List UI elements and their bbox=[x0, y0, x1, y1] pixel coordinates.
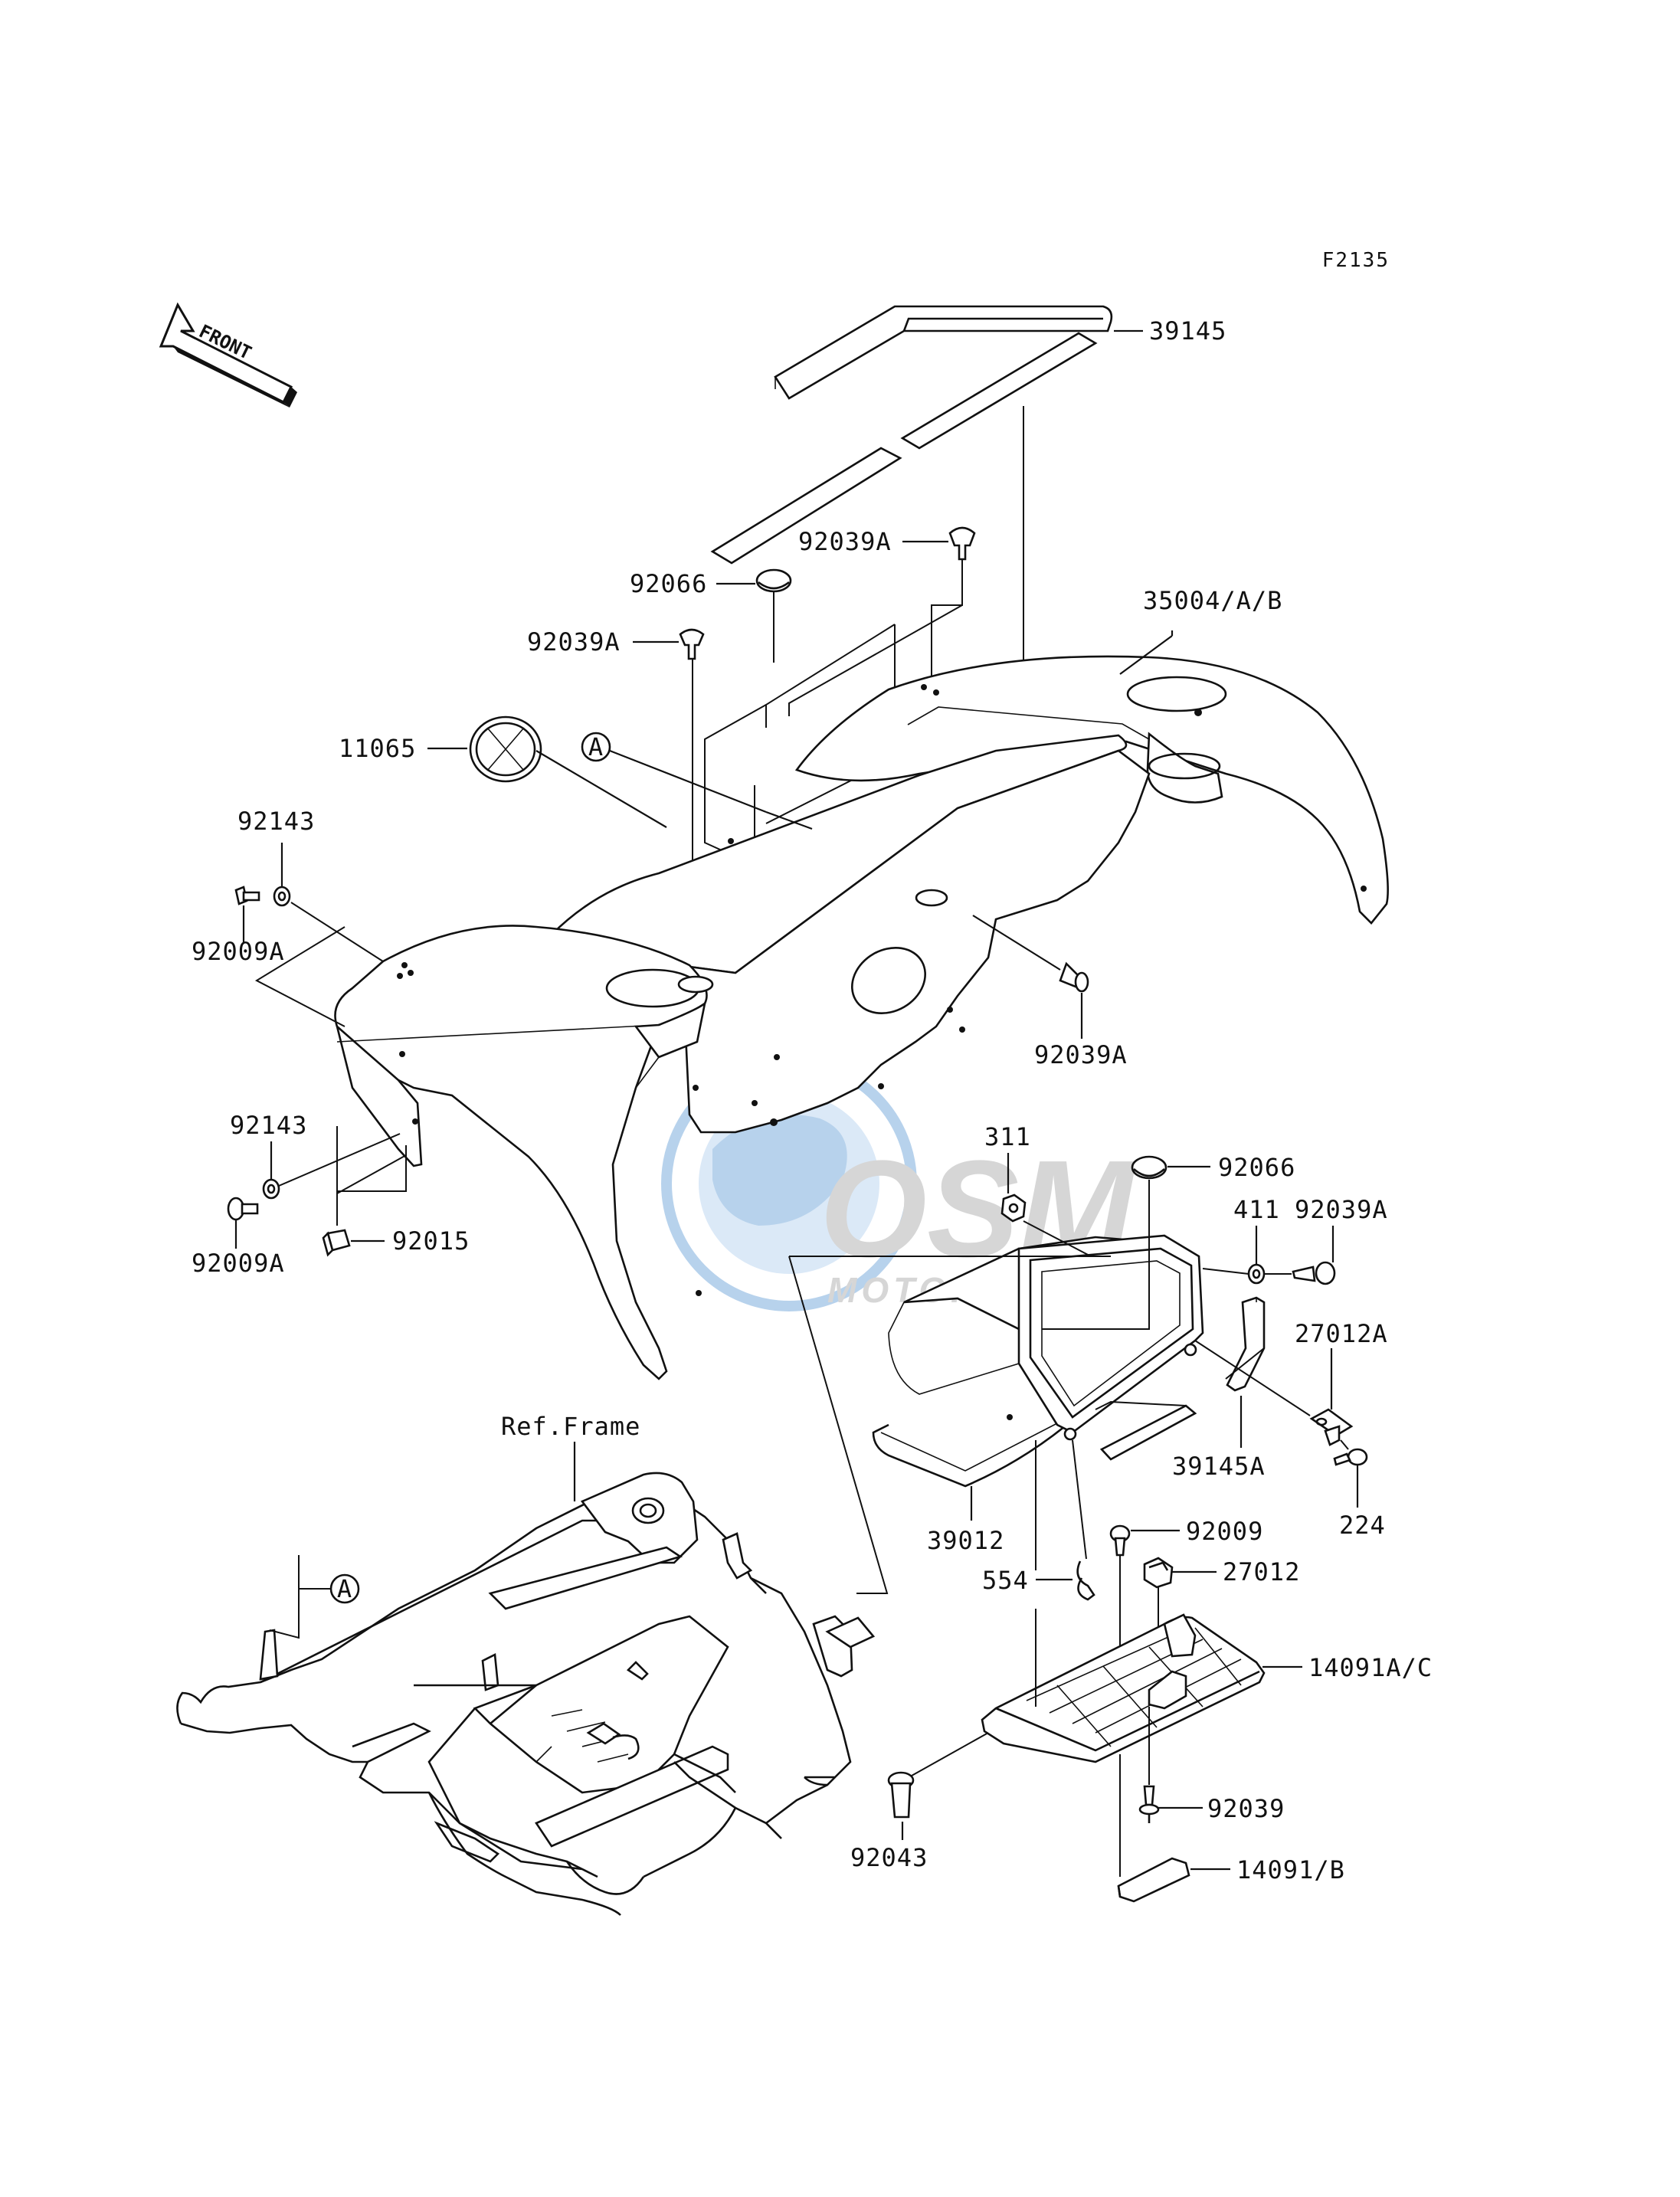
clip-27012 bbox=[1143, 1557, 1174, 1589]
rivet-92039 bbox=[1138, 1785, 1160, 1823]
rear-fender-35004 bbox=[794, 655, 1389, 925]
reference-frame bbox=[176, 1472, 876, 1916]
washer-92143-top bbox=[273, 886, 291, 907]
label-27012A: 27012A bbox=[1295, 1319, 1388, 1348]
label-92009A-bot: 92009A bbox=[192, 1249, 285, 1278]
lid-14091AC bbox=[981, 1613, 1266, 1763]
label-411: 411 bbox=[1233, 1195, 1280, 1224]
pin-554 bbox=[1076, 1560, 1095, 1601]
diagram-code: F2135 bbox=[1322, 249, 1390, 272]
label-39012: 39012 bbox=[927, 1526, 1004, 1555]
label-92066-right: 92066 bbox=[1218, 1153, 1295, 1182]
label-14091B: 14091/B bbox=[1236, 1855, 1345, 1884]
callout-a-lower-text: A bbox=[337, 1574, 352, 1603]
latch-27012A bbox=[1309, 1408, 1354, 1446]
washer-411 bbox=[1247, 1263, 1266, 1285]
cap-92066-top bbox=[755, 568, 792, 593]
label-92039A-left: 92039A bbox=[527, 627, 621, 656]
label-92039A-mid: 92039A bbox=[1034, 1040, 1128, 1069]
label-92066-top: 92066 bbox=[630, 569, 707, 598]
front-arrow-icon: FRONT bbox=[159, 302, 297, 408]
grommet-11065 bbox=[469, 715, 542, 783]
bracket-14091B bbox=[1117, 1857, 1190, 1903]
label-11065: 11065 bbox=[339, 734, 416, 763]
label-554: 554 bbox=[982, 1566, 1029, 1595]
label-39145: 39145 bbox=[1149, 316, 1226, 345]
washer-92143-bot bbox=[262, 1178, 280, 1200]
screw-224 bbox=[1333, 1448, 1368, 1466]
bolt-92009A-bot bbox=[227, 1197, 259, 1221]
label-92039A-right: 92039A bbox=[1295, 1195, 1388, 1224]
seal-strip-39145 bbox=[710, 305, 1113, 565]
label-14091AC: 14091A/C bbox=[1308, 1653, 1433, 1682]
label-92143-top: 92143 bbox=[237, 807, 315, 836]
label-92009: 92009 bbox=[1186, 1517, 1263, 1546]
callout-a-upper bbox=[581, 732, 611, 762]
label-92015: 92015 bbox=[392, 1226, 470, 1256]
ref-frame-label: Ref.Frame bbox=[501, 1412, 640, 1441]
label-311: 311 bbox=[984, 1122, 1031, 1151]
clip-92039A-top bbox=[948, 526, 976, 561]
front-fender bbox=[334, 925, 714, 1380]
clip-92039A-right bbox=[1292, 1261, 1336, 1285]
clip-92039A-mid bbox=[1059, 961, 1089, 993]
label-92009A-top: 92009A bbox=[192, 937, 285, 966]
label-92143-bot: 92143 bbox=[230, 1111, 307, 1140]
center-tray bbox=[549, 734, 1151, 1134]
label-92039A-top: 92039A bbox=[798, 527, 892, 556]
bolt-92009A-top bbox=[234, 886, 260, 905]
pin-92043 bbox=[887, 1771, 915, 1819]
callout-a-upper-text: A bbox=[588, 732, 604, 761]
clip-92039A-left bbox=[679, 628, 705, 660]
label-92039: 92039 bbox=[1207, 1794, 1285, 1823]
label-92043: 92043 bbox=[850, 1843, 928, 1872]
label-224: 224 bbox=[1339, 1511, 1386, 1540]
nut-92015 bbox=[322, 1229, 351, 1257]
nut-311 bbox=[1000, 1193, 1027, 1223]
label-35004: 35004/A/B bbox=[1143, 586, 1282, 615]
label-39145A: 39145A bbox=[1172, 1452, 1266, 1481]
bolt-92009 bbox=[1109, 1524, 1131, 1557]
label-27012: 27012 bbox=[1223, 1557, 1300, 1586]
cap-92066-right bbox=[1131, 1155, 1167, 1180]
